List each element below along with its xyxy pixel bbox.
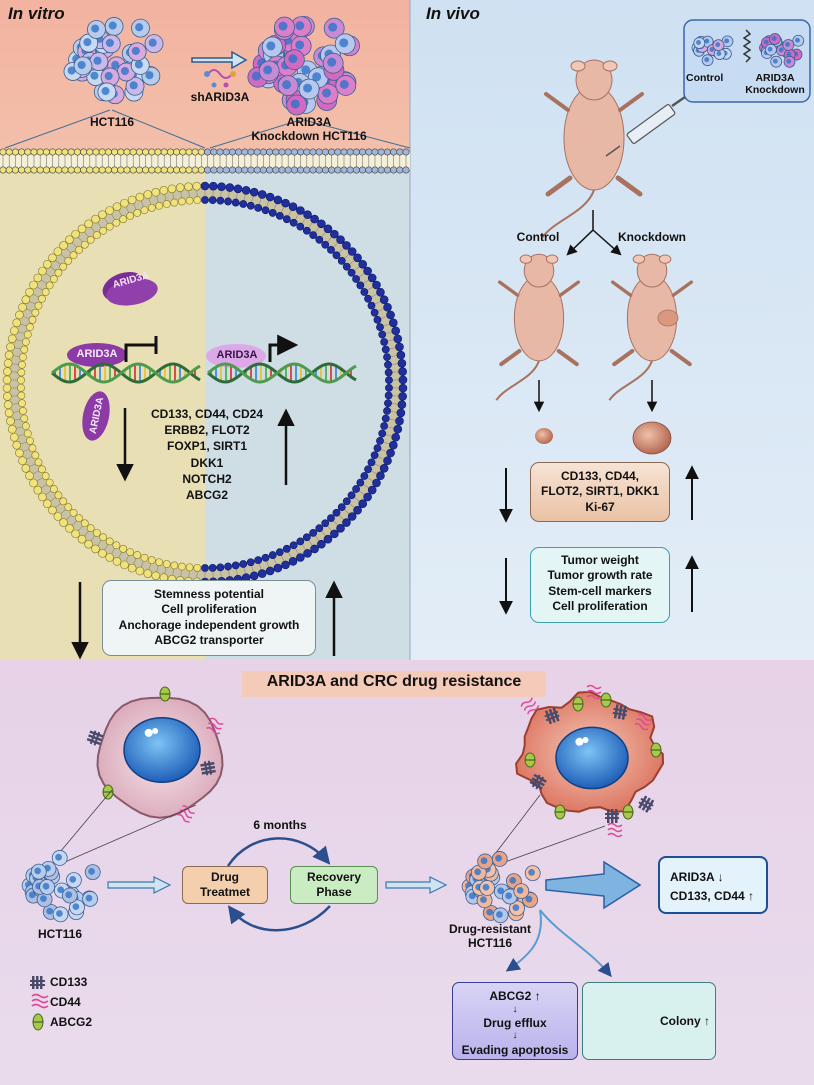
arid3a-protein <box>106 278 158 306</box>
arid3a-repressor <box>67 343 127 367</box>
result-box: ARID3A ↓ CD133, CD44 ↑ <box>658 856 768 914</box>
colony-label: Colony ↑ <box>659 1014 710 1028</box>
colony-box <box>582 982 716 1060</box>
legend-abcg2: ABCG2 <box>50 1015 93 1029</box>
branch-knockdown-label: Knockdown <box>618 230 686 244</box>
control-mouse-icon <box>495 253 580 401</box>
down-step-icon: ↓ <box>512 1030 518 1042</box>
outcome-item: Stem-cell markers <box>548 583 652 598</box>
shrna-icon <box>204 69 236 88</box>
marker-item: Ki-67 <box>585 499 615 514</box>
knockdown-cell-icon <box>759 33 805 68</box>
resistant-cell-illustration <box>515 684 665 838</box>
arid3a-activator-label: ARID3A <box>216 349 258 361</box>
legend-cd44: CD44 <box>50 995 81 1009</box>
separator-icon <box>742 29 752 63</box>
sensitive-cell-illustration <box>86 686 224 823</box>
outcome-box: Tumor weight Tumor growth rate Stem-cell… <box>530 547 670 623</box>
drug-resistant-cluster <box>461 851 541 924</box>
hct116-cluster <box>21 850 101 923</box>
duration-label: 6 months <box>253 818 307 832</box>
outcome-item: Tumor growth rate <box>547 568 653 583</box>
phenotype-box: Stemness potential Cell proliferation An… <box>102 580 316 656</box>
repression-icon <box>124 343 156 362</box>
cd133-icon <box>30 976 45 989</box>
down-arrow-icon: ↓ <box>717 870 724 884</box>
gene-item: FOXP1, SIRT1 <box>166 439 248 454</box>
syringe-icon <box>605 95 686 157</box>
phenotype-item: Stemness potential <box>153 587 265 601</box>
outcome-item: Tumor weight <box>561 553 639 567</box>
gene-item: CD133, CD44, CD24 <box>150 407 264 421</box>
result-arid3a: ARID3A ↓ <box>670 870 724 884</box>
phenotype-item: ABCG2 transporter <box>154 633 264 648</box>
arid3a-protein <box>82 391 110 441</box>
gene-item: ABCG2 <box>185 487 228 502</box>
hct116-label: HCT116 <box>89 115 135 129</box>
result-arrow <box>545 860 642 910</box>
cd44-icon <box>31 993 49 1009</box>
phenotype-item: Cell proliferation <box>161 602 257 617</box>
hollow-arrow <box>385 876 448 894</box>
efflux-item: Drug efflux <box>483 1015 547 1030</box>
apoptosis-item: Evading apoptosis <box>461 1042 569 1057</box>
drug-resistance-title: ARID3A and CRC drug resistance <box>266 673 522 690</box>
drug-title-band <box>242 671 546 697</box>
dna-helix-left <box>51 362 201 384</box>
in-vivo-title: In vivo <box>426 4 480 23</box>
arid3a-activator <box>206 344 266 368</box>
up-arrow-icon: ↑ <box>534 989 541 1003</box>
gene-item: ERBB2, FLOT2 <box>164 423 250 438</box>
branch-control-label: Control <box>516 230 560 244</box>
legend-cd133: CD133 <box>50 975 88 989</box>
dna-helix-right <box>207 362 357 384</box>
mouse-injection-icon <box>541 59 644 239</box>
marker-item: CD133, CD44, <box>560 469 640 483</box>
control-cell-icon <box>691 35 734 67</box>
nuclear-membrane-circle <box>2 181 408 587</box>
in-vitro-title: In vitro <box>8 4 65 23</box>
transform-arrow <box>191 50 248 70</box>
large-tumor-icon <box>632 421 672 455</box>
result-markers: CD133, CD44 ↑ <box>670 889 755 904</box>
cycle-arrow <box>227 905 331 932</box>
up-arrow-icon: ↑ <box>748 889 755 904</box>
down-step-icon: ↓ <box>512 1003 518 1015</box>
inset-control-label: Control <box>686 72 724 84</box>
small-tumor-icon <box>535 428 553 444</box>
knockdown-mouse-icon <box>608 253 693 401</box>
hct116-cell-cluster <box>63 17 164 105</box>
marker-box: CD133, CD44, FLOT2, SIRT1, DKK1 Ki-67 <box>530 462 670 522</box>
gene-list: CD133, CD44, CD24 ERBB2, FLOT2 FOXP1, SI… <box>132 406 282 503</box>
membrane-bilayer-strip <box>0 148 410 174</box>
marker-item: FLOT2, SIRT1, DKK1 <box>540 484 659 499</box>
outcome-item: Cell proliferation <box>552 599 648 614</box>
activation-icon <box>268 334 299 362</box>
knockdown-cell-cluster <box>247 15 360 116</box>
gene-item: NOTCH2 <box>182 471 232 486</box>
cycle-arrow <box>226 837 331 867</box>
up-arrow-icon: ↑ <box>704 1014 710 1028</box>
arid3a-repressor-label: ARID3A <box>76 348 118 360</box>
phenotype-item: Anchorage independent growth <box>118 617 300 632</box>
start-cell-label: HCT116 <box>37 927 83 941</box>
shrna-label: shARID3A <box>190 90 250 104</box>
abcg2-box: ABCG2 ↑ ↓ Drug efflux ↓ Evading apoptosi… <box>452 982 578 1060</box>
abcg2-icon <box>32 1013 44 1031</box>
branch-arrow <box>592 229 622 256</box>
abcg2-item: ABCG2 ↑ <box>489 989 541 1003</box>
gene-item: DKK1 <box>190 455 224 470</box>
hollow-arrow <box>107 876 172 894</box>
